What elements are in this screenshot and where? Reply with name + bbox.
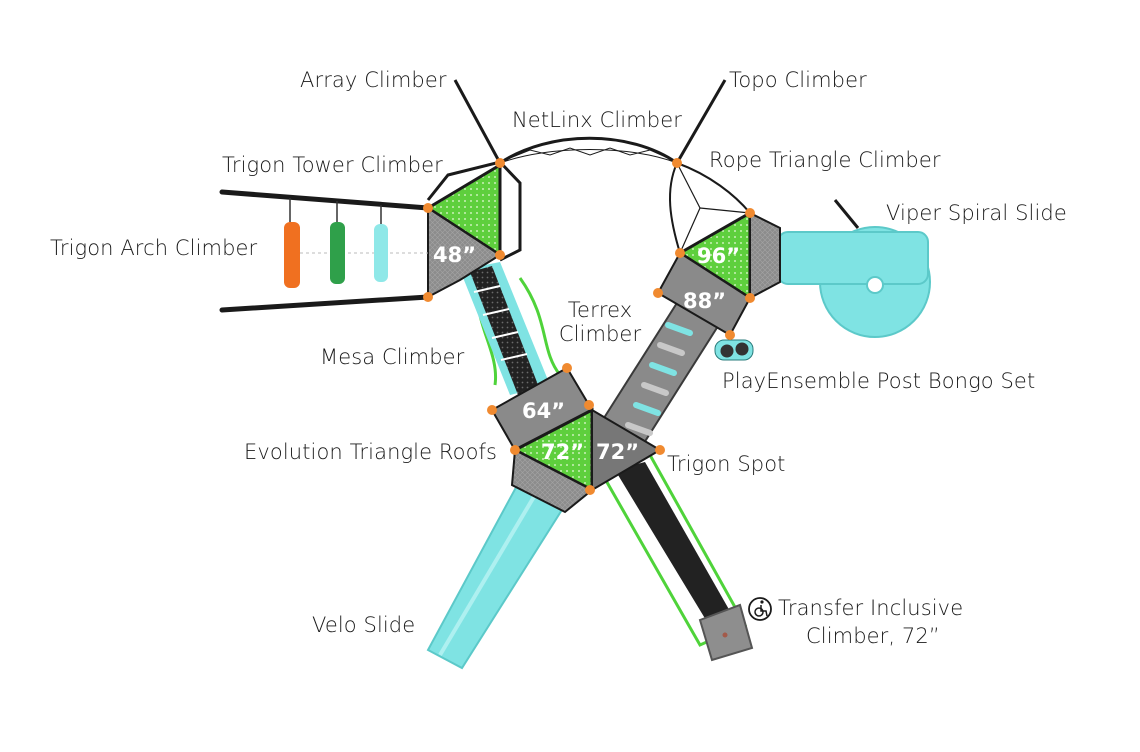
label-transfer-line1: Transfer Inclusive <box>778 596 964 620</box>
topo-climber-pole <box>675 79 727 164</box>
central-decks: 64” 72” 72” <box>490 366 662 514</box>
right-tower: 96” 88” <box>656 210 781 337</box>
label-array-climber: Array Climber <box>300 68 447 92</box>
viper-spiral-slide <box>777 199 931 338</box>
label-terrex-climber: Terrex Climber <box>558 298 642 346</box>
climber-hold-teal <box>374 224 388 282</box>
deck-height-72-roof: 72” <box>541 440 584 464</box>
label-netlinx-climber: NetLinx Climber <box>512 108 682 132</box>
label-evolution-triangle-roofs: Evolution Triangle Roofs <box>244 440 498 464</box>
label-trigon-tower-climber: Trigon Tower Climber <box>222 153 443 177</box>
label-trigon-spot: Trigon Spot <box>667 452 786 476</box>
label-rope-triangle-climber: Rope Triangle Climber <box>709 148 941 172</box>
trigon-spot <box>591 408 662 492</box>
deck-height-72-spot: 72” <box>596 440 639 464</box>
post-markers <box>423 158 755 495</box>
label-terrex-line1: Terrex <box>567 298 633 322</box>
playensemble-bongo-set <box>714 339 754 361</box>
rope-triangle-climber <box>668 162 751 254</box>
deck-height-64: 64” <box>522 399 565 423</box>
array-climber-pole <box>453 79 502 164</box>
velo-slide <box>426 478 567 670</box>
label-topo-climber: Topo Climber <box>729 68 867 92</box>
label-mesa-climber: Mesa Climber <box>320 345 465 369</box>
deck-height-48: 48” <box>433 243 476 267</box>
label-playensemble-bongo: PlayEnsemble Post Bongo Set <box>722 369 1036 393</box>
netlinx-climber <box>499 136 678 165</box>
trigon-tower: 48” <box>425 160 522 299</box>
climber-hold-orange <box>284 222 300 288</box>
wheelchair-icon <box>748 597 772 621</box>
climber-hold-green <box>330 222 345 284</box>
deck-height-88: 88” <box>683 289 726 313</box>
trigon-arch-climber <box>219 189 431 313</box>
label-viper-spiral-slide: Viper Spiral Slide <box>886 201 1067 225</box>
label-terrex-line2: Climber <box>558 322 642 347</box>
label-velo-slide: Velo Slide <box>312 613 416 637</box>
deck-height-96: 96” <box>697 244 740 268</box>
transfer-inclusive-climber <box>597 453 754 662</box>
mesa-climber <box>460 262 562 395</box>
label-trigon-arch-climber: Trigon Arch Climber <box>50 236 258 260</box>
label-transfer-line2: Climber, 72” <box>806 624 940 648</box>
terrex-climber <box>588 293 727 464</box>
